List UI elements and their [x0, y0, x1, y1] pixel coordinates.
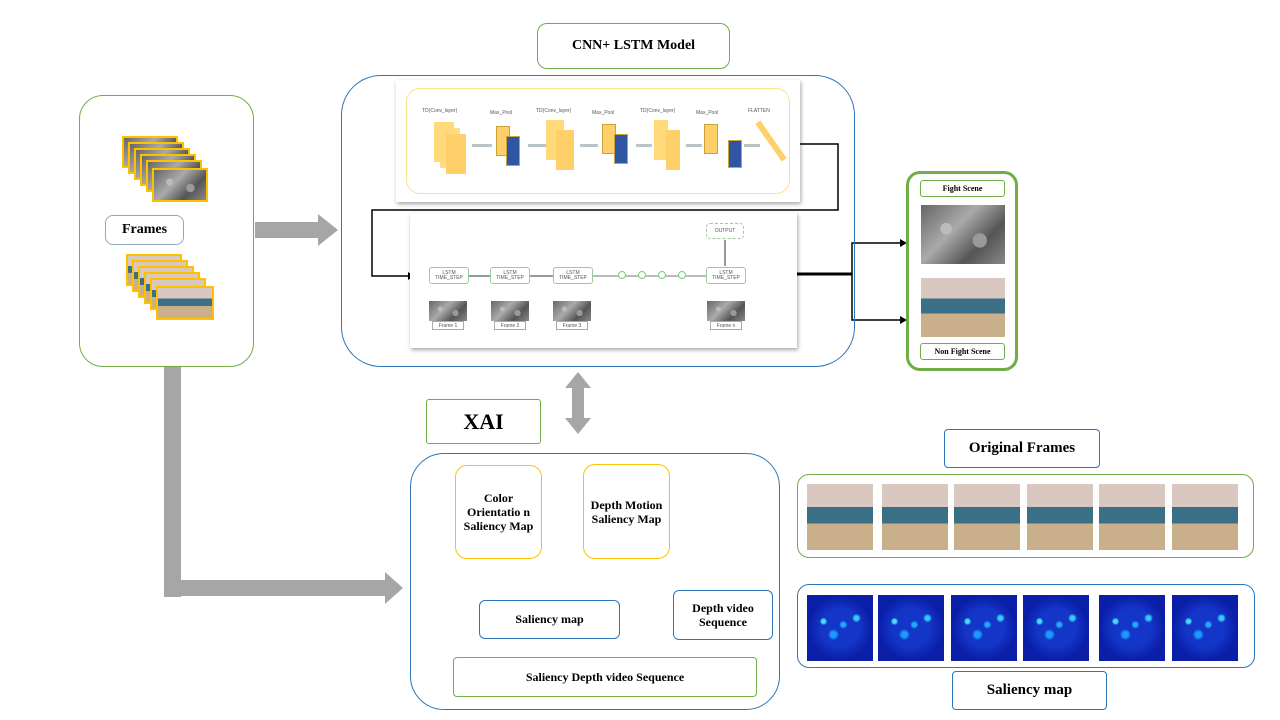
frames-to-xai-arrow [164, 572, 403, 604]
cnn-to-lstm-connector [371, 143, 839, 277]
frames-label: Frames [105, 215, 184, 245]
saliency-map-label: Saliency map [952, 671, 1107, 710]
cnn-diagram: TD(Conv_layer) Max_Pool TD(Conv_layer) M… [396, 80, 800, 202]
lstm-cell: LSTM TIME_STEP [490, 267, 530, 284]
cnn-layer-label: TD(Conv_layer) [640, 108, 676, 114]
depth-motion-saliency-map: Depth Motion Saliency Map [583, 464, 670, 559]
fight-scene-label: Fight Scene [920, 180, 1005, 197]
xai-panel: Color Orientatio n Saliency Map Depth Mo… [410, 453, 780, 710]
lstm-to-fight-connector [851, 242, 903, 274]
depth-video-sequence-box: Depth video Sequence [673, 590, 773, 640]
cnn-layer-label: Max_Pool [696, 110, 719, 116]
lstm-frame-label: Frame 2 [494, 321, 526, 330]
frames-down-bar [164, 365, 181, 597]
cnn-layer-label: FLATTEN [748, 108, 770, 114]
color-orientation-saliency-map: Color Orientatio n Saliency Map [455, 465, 542, 559]
model-panel [341, 75, 855, 367]
nonfight-frames-stack [126, 254, 218, 326]
cnn-layer-label: TD(Conv_layer) [422, 108, 458, 114]
saliency-depth-video-sequence-box: Saliency Depth video Sequence [453, 657, 757, 697]
lstm-frame-label: Frame 1 [432, 321, 464, 330]
cnn-layer-label: Max_Pool [490, 110, 513, 116]
fight-scene-image [921, 205, 1005, 264]
original-frames-label: Original Frames [944, 429, 1100, 468]
xai-label: XAI [426, 399, 541, 444]
cnn-layer-label: TD(Conv_layer) [536, 108, 572, 114]
frames-panel: Frames [79, 95, 254, 367]
nonfight-scene-image [921, 278, 1005, 337]
lstm-cell: LSTM TIME_STEP [706, 267, 746, 284]
original-frames-strip [797, 474, 1254, 558]
model-title: CNN+ LSTM Model [537, 23, 730, 69]
saliency-map-box: Saliency map [479, 600, 620, 639]
lstm-to-nonfight-connector [851, 274, 903, 321]
nonfight-scene-label: Non Fight Scene [920, 343, 1005, 360]
lstm-output: OUTPUT [706, 223, 744, 239]
fight-frames-stack [122, 136, 212, 208]
lstm-cell: LSTM TIME_STEP [429, 267, 469, 284]
lstm-frame-label: Frame n [710, 321, 742, 330]
classification-output-panel: Fight Scene Non Fight Scene [906, 171, 1018, 371]
lstm-diagram: OUTPUT LSTM TIME_STEP LSTM TIME_STEP LST… [410, 213, 797, 348]
cnn-layer-label: Max_Pool [592, 110, 615, 116]
saliency-maps-strip [797, 584, 1255, 668]
lstm-cell: LSTM TIME_STEP [553, 267, 593, 284]
lstm-frame-label: Frame 3 [556, 321, 588, 330]
model-xai-double-arrow [565, 372, 591, 434]
frames-to-model-arrow [255, 214, 338, 246]
